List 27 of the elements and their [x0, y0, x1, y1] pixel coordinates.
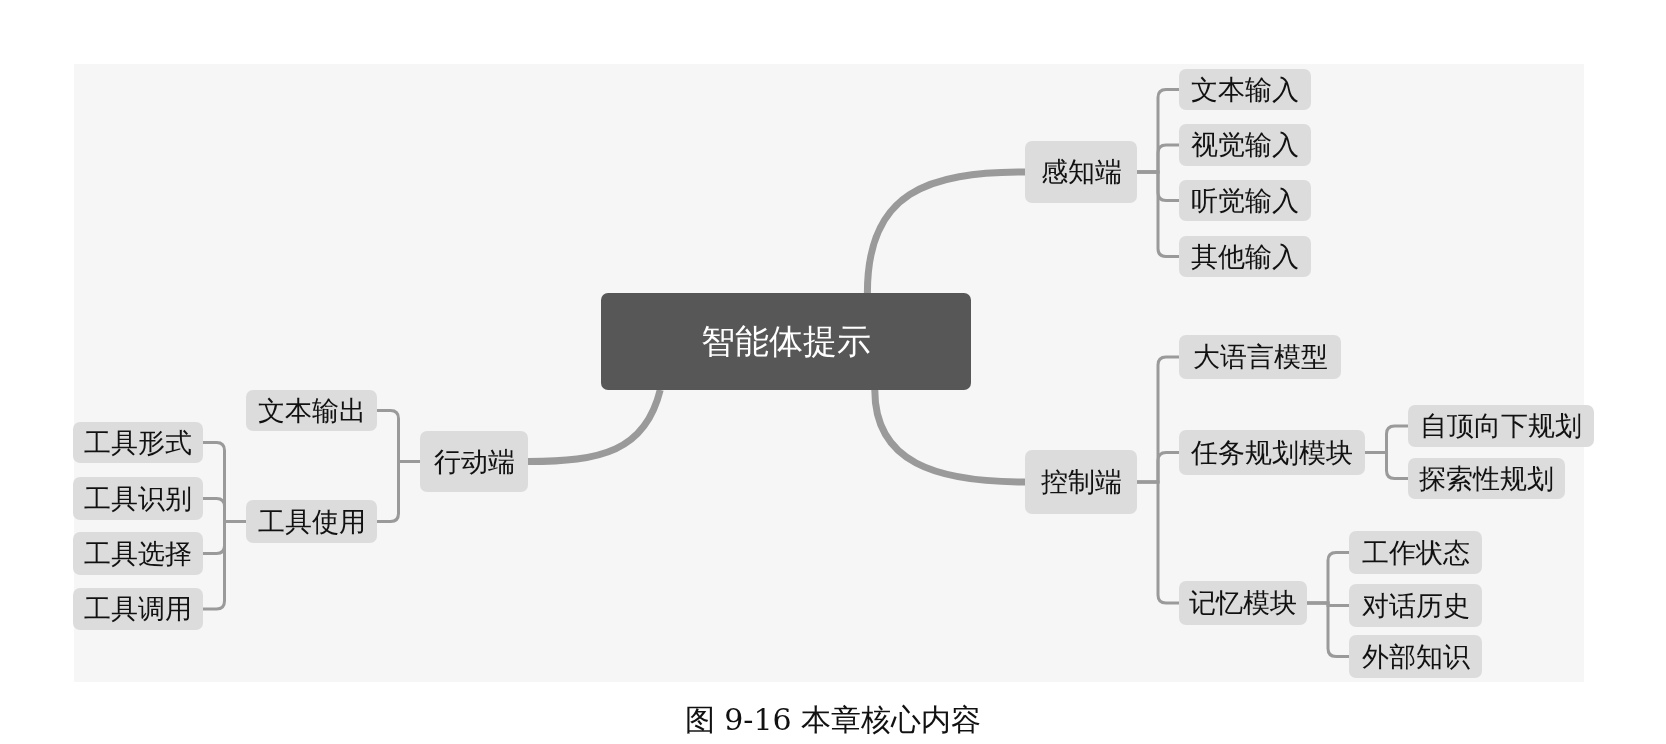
figure-caption: 图 9-16 本章核心内容 [683, 701, 983, 739]
topic-box: 大语言模型 [1179, 335, 1341, 379]
topic-box: 工具选择 [73, 532, 203, 575]
topic-box: 任务规划模块 [1179, 430, 1365, 475]
topic-box: 听觉输入 [1179, 180, 1311, 221]
topic-box: 文本输入 [1179, 69, 1311, 110]
topic-box: 视觉输入 [1179, 124, 1311, 166]
topic-box: 工具形式 [73, 422, 203, 463]
connector-line [871, 389, 1026, 486]
topic-box: 工具调用 [73, 588, 203, 630]
topic-box: 控制端 [1025, 450, 1137, 514]
topic-box: 工具识别 [73, 477, 203, 520]
connector-line [1365, 451, 1408, 480]
topic-box: 外部知识 [1349, 635, 1482, 678]
topic-box: 探索性规划 [1408, 458, 1565, 499]
central-topic-box: 智能体提示 [601, 293, 971, 390]
topic-box: 工具使用 [246, 500, 377, 543]
topic-box: 记忆模块 [1179, 581, 1307, 625]
topic-box: 感知端 [1025, 141, 1137, 203]
topic-box: 其他输入 [1179, 236, 1311, 277]
topic-box: 工作状态 [1349, 531, 1482, 574]
topic-box: 文本输出 [246, 390, 377, 431]
topic-box: 对话历史 [1349, 584, 1482, 627]
topic-box: 行动端 [420, 431, 528, 492]
topic-box: 自顶向下规划 [1408, 405, 1594, 447]
connector-line [863, 168, 1026, 294]
connector-line [527, 389, 664, 465]
